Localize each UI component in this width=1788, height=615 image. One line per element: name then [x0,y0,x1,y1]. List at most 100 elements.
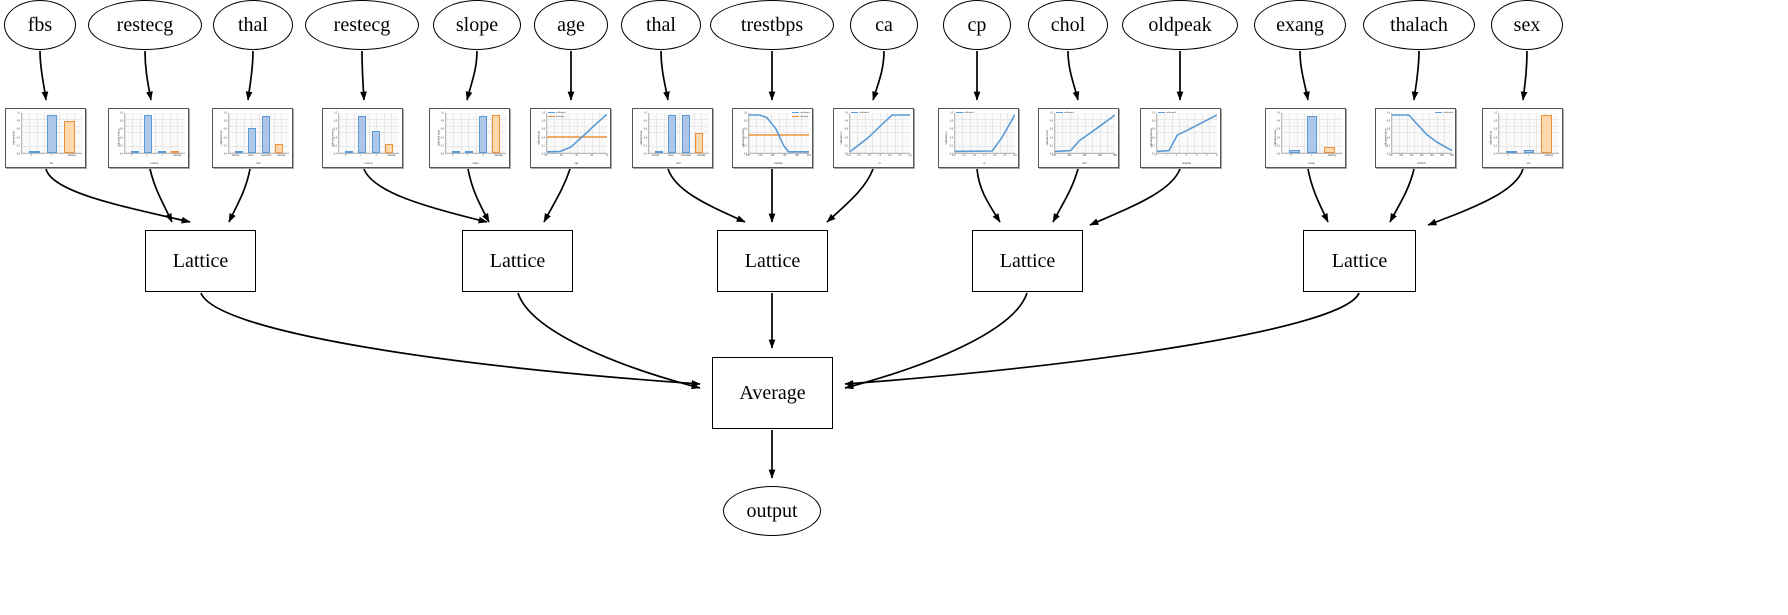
input-node-slope-4[interactable]: slope [433,0,521,50]
plot-x-tick: 3.0 [908,154,912,157]
plot-axes-area [546,113,607,154]
plot-x-tick: 180 [1439,154,1444,157]
plot-x-tick: 1.0 [972,154,976,157]
plot-x-tick: 2 [1175,154,1177,157]
input-node-thalach-13[interactable]: thalach [1363,0,1475,50]
plot-x-tick: 0 [1290,154,1292,157]
plot-x-tick: 200 [1067,154,1072,157]
plot-legend-item: missing [548,115,566,119]
plot-y-tick: 0.8 [1493,119,1497,123]
plot-x-tick: 1 [360,154,362,157]
lattice-node-3[interactable]: Lattice [972,230,1083,292]
input-node-age-5[interactable]: age [534,0,608,50]
input-node-exang-12[interactable]: exang [1254,0,1346,50]
plot-y-tick: 0.2 [16,144,20,148]
plot-bar-missing [64,121,75,153]
plot-x-axis-label: sex [1526,162,1531,165]
lattice-node-0[interactable]: Lattice [145,230,256,292]
input-node-label: thalach [1390,14,1448,36]
plot-y-tick: 0.2 [949,144,953,148]
plot-axes-area [124,113,185,154]
plot-line-calibrated [850,115,910,152]
plot-x-tick: 1 [1310,154,1313,157]
input-node-sex-14[interactable]: sex [1491,0,1563,50]
plot-x-tick: 300 [1082,154,1087,157]
plot-x-axis-label: slope [472,162,479,165]
plot-bar-calibrated [465,151,474,153]
lattice-node-2[interactable]: Lattice [717,230,828,292]
plot-y-tick: 0.6 [643,127,647,131]
input-node-trestbps-7[interactable]: trestbps [710,0,834,50]
input-node-label: slope [455,14,499,36]
input-node-oldpeak-11[interactable]: oldpeak [1122,0,1238,50]
plot-gridlines [1392,113,1452,153]
input-node-ca-8[interactable]: ca [850,0,918,50]
output-node[interactable]: output [723,486,821,536]
input-node-thal-6[interactable]: thal [621,0,701,50]
plot-x-axis-label: trestbps [774,162,783,165]
plot-y-tick: 0.0 [223,152,227,156]
plot-legend: calibrated [1158,111,1176,115]
plot-y-tick: 0.4 [743,136,747,140]
plot-x-tick: reversible [681,154,692,157]
input-node-label: thal [238,14,268,36]
plot-bars [1499,113,1559,153]
plot-y-tick: 0.8 [949,119,953,123]
average-node[interactable]: Average [712,357,833,429]
plot-curves [1392,113,1452,153]
input-node-restecg-3[interactable]: restecg [305,0,419,50]
input-node-chol-10[interactable]: chol [1028,0,1108,50]
input-node-cp-9[interactable]: cp [943,0,1011,50]
plot-legend: calibrated [851,111,869,115]
plot-x-tick: 1.5 [982,154,987,157]
lattice-node-1[interactable]: Lattice [462,230,573,292]
plot-x-tick: 140 [1419,154,1424,157]
input-node-restecg-1[interactable]: restecg [88,0,202,50]
plot-y-tick: 0.2 [440,144,444,148]
plot-x-tick: 40 [559,154,563,157]
legend-swatch-calibrated-icon [792,112,800,113]
plot-x-tick: 200 [807,154,811,157]
plot-y-tick: 0.2 [333,144,337,148]
plot-bar-calibrated [1506,151,1517,153]
plot-x-tick: reversible [261,154,272,157]
plot-bar-calibrated [1523,150,1535,153]
plot-x-tick: missing [697,154,706,157]
input-node-thal-2[interactable]: thal [213,0,293,50]
plot-bar-calibrated [261,116,270,153]
plot-x-tick: missing [277,154,286,157]
plot-x-axis-label: restecg [150,162,159,165]
plot-legend-item: calibrated [1435,111,1453,115]
plot-x-tick: 0 [1507,154,1509,157]
plot-y-tick: 1.0 [1276,111,1280,115]
input-node-fbs-0[interactable]: fbs [4,0,76,50]
plot-x-tick: 2.5 [1003,154,1007,157]
plot-axes-area [954,113,1015,154]
plot-x-tick: fixed [668,154,674,157]
lattice-node-4[interactable]: Lattice [1303,230,1416,292]
plot-bars [125,113,185,153]
plot-x-tick: 120 [758,154,763,157]
legend-swatch-calibrated-icon [1158,112,1165,113]
plot-x-tick: 0.5 [857,154,861,157]
